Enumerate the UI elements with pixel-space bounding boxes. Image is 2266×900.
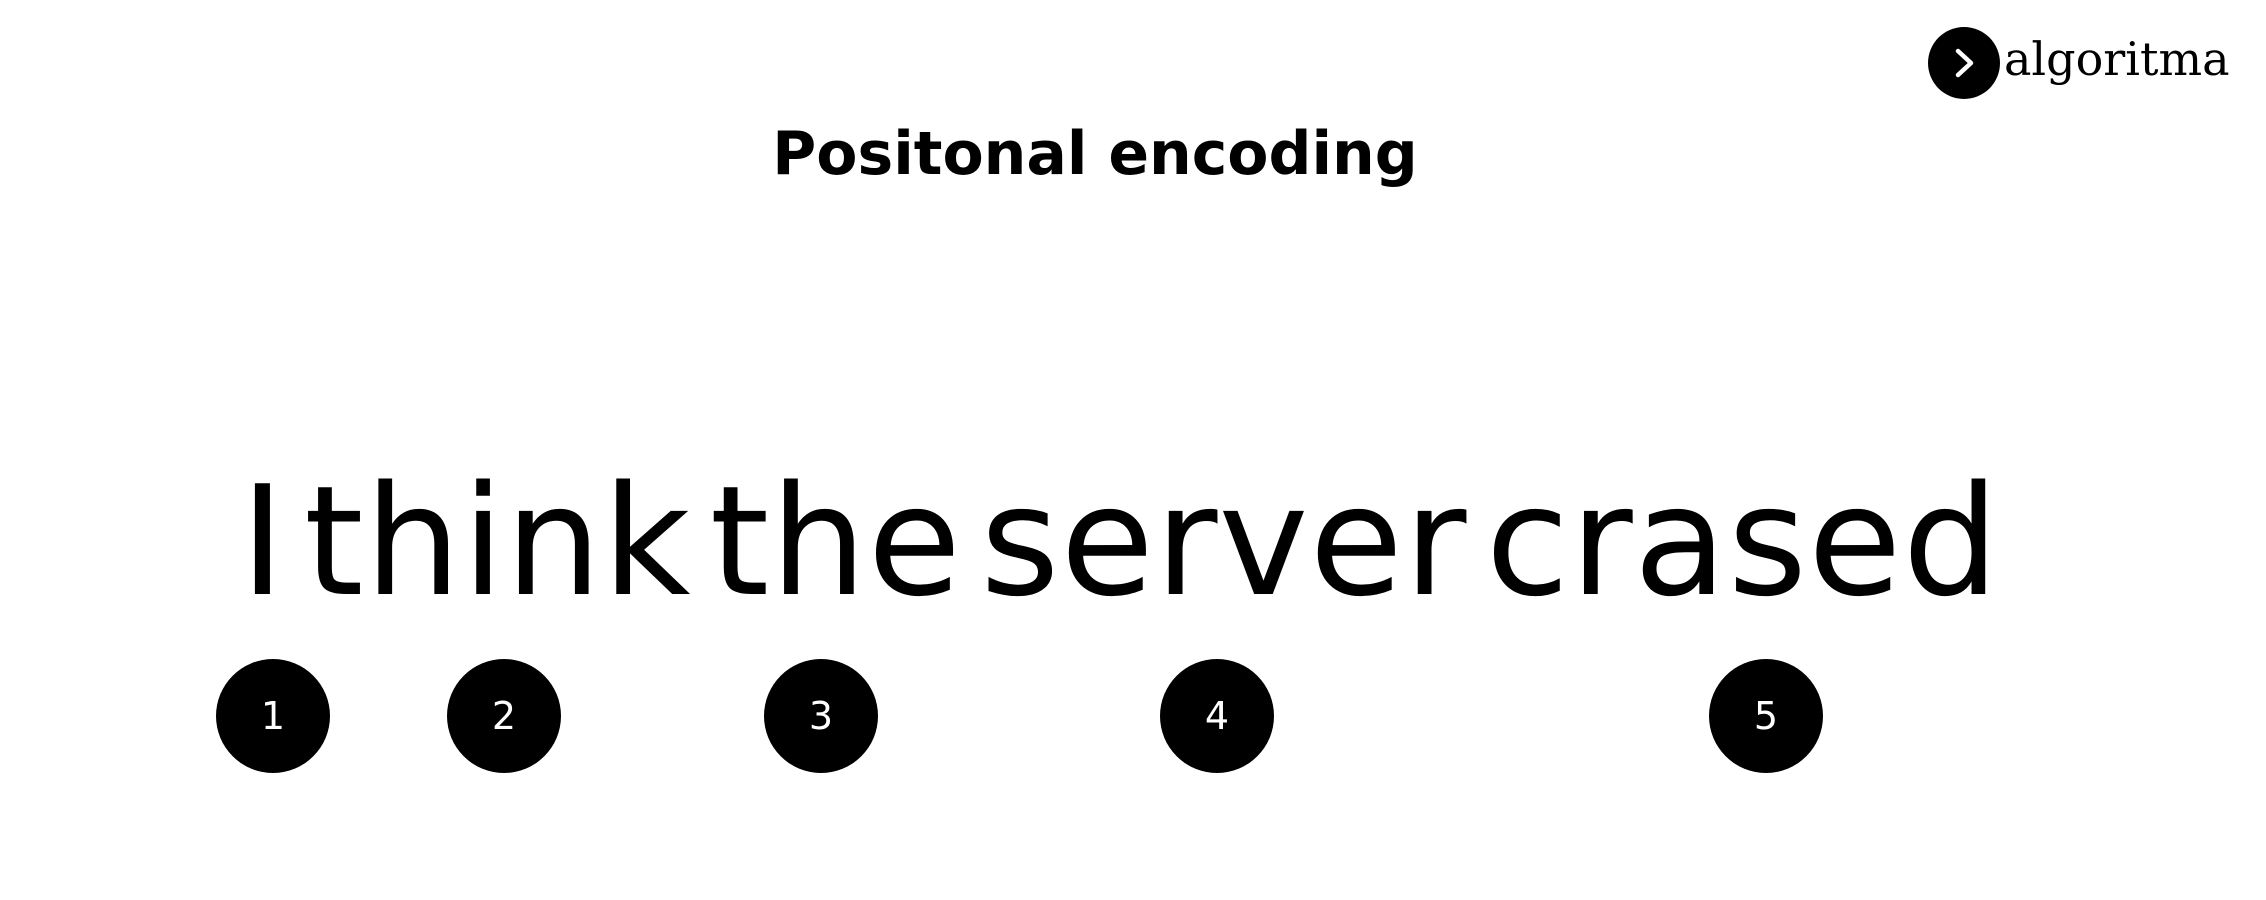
brand-name: algoritma: [2004, 32, 2230, 86]
sentence-word-4: server: [980, 453, 1468, 630]
sentence-word-2: think: [303, 453, 692, 630]
sentence-word-5: crased: [1485, 453, 2001, 630]
position-marker-3: 3: [764, 659, 878, 773]
chevron-right-icon: [1955, 48, 1974, 78]
logo-badge: [1928, 27, 2000, 99]
position-marker-5: 5: [1709, 659, 1823, 773]
sentence-word-1: I: [240, 453, 286, 630]
page-title: Positonal encoding: [772, 119, 1418, 189]
position-marker-1: 1: [216, 659, 330, 773]
brand-logo: algoritma: [1928, 26, 2230, 100]
position-marker-4: 4: [1160, 659, 1274, 773]
example-sentence: I think the server crased: [240, 452, 2000, 632]
sentence-word-3: the: [709, 453, 963, 630]
position-marker-2: 2: [447, 659, 561, 773]
